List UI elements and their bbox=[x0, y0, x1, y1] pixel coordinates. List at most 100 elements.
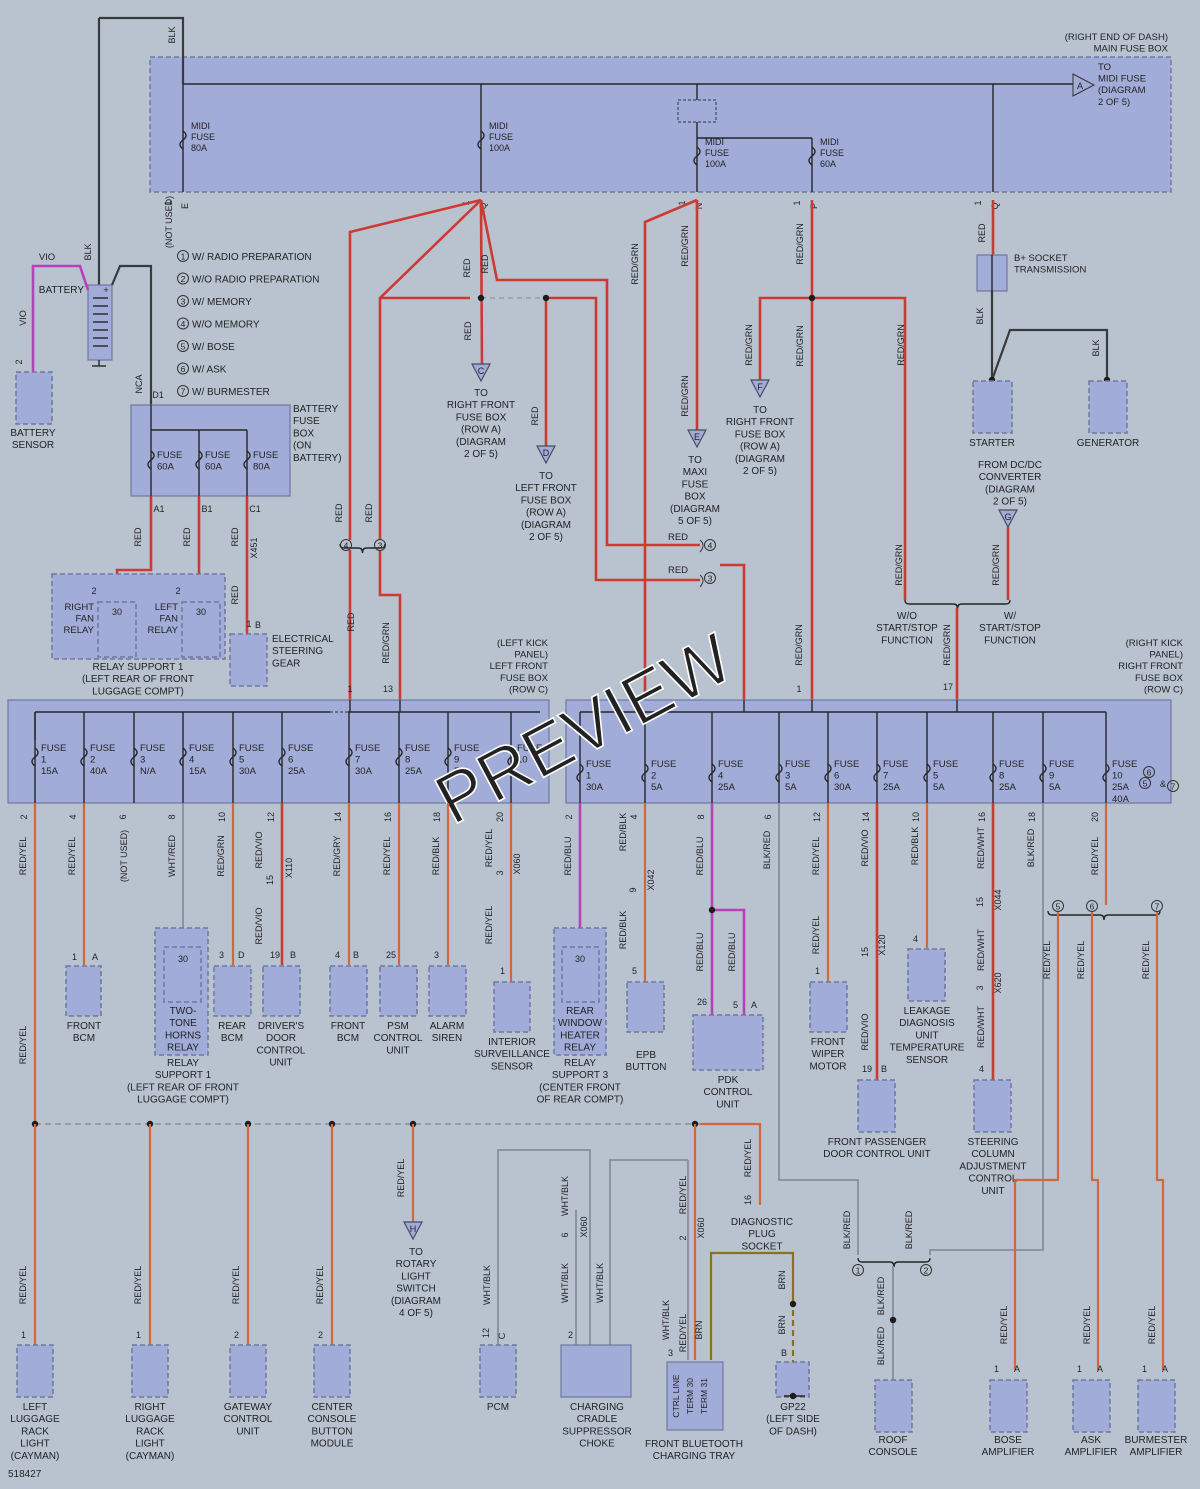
option-circle bbox=[920, 1264, 932, 1276]
left-fuse-label: 2 bbox=[90, 755, 95, 766]
to-f-text: 2 OF 5) bbox=[743, 466, 777, 477]
roof-console bbox=[874, 1379, 913, 1433]
legend-circle-num: 1 bbox=[181, 251, 186, 261]
wiper-label: MOTOR bbox=[809, 1061, 846, 1072]
red-grn-wire-left bbox=[643, 198, 698, 700]
diag-wire bbox=[700, 1122, 762, 1205]
left-fuse-pin: 6 bbox=[118, 814, 128, 819]
to-e-text: 5 OF 5) bbox=[678, 516, 712, 527]
wire-label: RED/YEL bbox=[1147, 1306, 1157, 1345]
main-fuse-box-title: MAIN FUSE BOX bbox=[1094, 44, 1169, 55]
wire-label: RED bbox=[230, 585, 240, 605]
bottom-component-label: LUGGAGE bbox=[125, 1414, 175, 1425]
right-fuse-label: 25A bbox=[718, 782, 736, 793]
diagnostic-plug-label: DIAGNOSTIC bbox=[731, 1217, 793, 1228]
label: A bbox=[1097, 1364, 1103, 1374]
rear-bcm-label: REAR bbox=[218, 1021, 246, 1032]
option-num: 5 bbox=[1143, 778, 1148, 788]
option-num: 7 bbox=[1155, 901, 1160, 911]
red-grn-wire-start-stop bbox=[812, 296, 907, 600]
midi-fuse-symbol bbox=[808, 146, 816, 166]
left-fuse-label: 9 bbox=[454, 755, 459, 766]
legend-text: W/ ASK bbox=[192, 365, 227, 376]
from-g-text: 2 OF 5) bbox=[993, 497, 1027, 508]
label: B bbox=[781, 1348, 787, 1358]
alarm-siren-label: SIREN bbox=[432, 1033, 463, 1044]
psm-control-unit bbox=[379, 965, 418, 1017]
amplifier-wire bbox=[1013, 912, 1060, 1370]
left-fuse-symbol bbox=[345, 747, 353, 767]
right-fuse-symbol bbox=[708, 763, 716, 783]
front-bcm-2-label: FRONT bbox=[331, 1021, 365, 1032]
label: 1 bbox=[246, 619, 251, 629]
amplifier-label: AMPLIFIER bbox=[1130, 1447, 1183, 1458]
to-h-text: 4 OF 5) bbox=[399, 1308, 433, 1319]
left-fuse-pin: 14 bbox=[333, 812, 343, 822]
splice-dot bbox=[808, 294, 816, 302]
bottom-component-label: GATEWAY bbox=[224, 1402, 272, 1413]
pcm-wire bbox=[497, 1149, 591, 1345]
wire-label: RED/VIO bbox=[860, 829, 870, 866]
midi-fuse-label: MIDI bbox=[820, 137, 839, 147]
wire-label: RED/YEL bbox=[396, 1159, 406, 1198]
wire-label: RED bbox=[334, 503, 344, 523]
bottom-component bbox=[131, 1344, 169, 1398]
battery-fuse-label: 60A bbox=[157, 462, 175, 473]
from-g-text: CONVERTER bbox=[979, 472, 1042, 483]
to-c-text: TO bbox=[474, 388, 488, 399]
wire-label: RED/VIO bbox=[254, 907, 264, 944]
left-fuse-label: FUSE bbox=[454, 743, 479, 754]
amplifier-wire bbox=[1090, 912, 1100, 1370]
diagnostic-plug-label: PLUG bbox=[748, 1229, 775, 1240]
right-fuse-label: 5A bbox=[933, 782, 945, 793]
legend-circle-num: 4 bbox=[181, 319, 186, 329]
left-fuse-label: 25A bbox=[405, 766, 423, 777]
right-fuse-pin: 10 bbox=[911, 812, 921, 822]
battery-fuse-box bbox=[130, 404, 291, 497]
option-num: 3 bbox=[708, 573, 713, 583]
relay-support-1-label: RELAY SUPPORT 1 bbox=[93, 662, 184, 673]
charging-cradle-label: CHOKE bbox=[579, 1439, 615, 1450]
right-fuse-label: FUSE bbox=[651, 759, 676, 770]
to-c-text: (DIAGRAM bbox=[456, 437, 506, 448]
diagnostic-plug-label: SOCKET bbox=[741, 1241, 782, 1252]
wire-label: RED bbox=[530, 406, 540, 426]
main-fuse-conn: N bbox=[694, 203, 704, 210]
front-bcm-1 bbox=[65, 965, 102, 1017]
label: 2 bbox=[91, 586, 96, 596]
bottom-component-label: RIGHT bbox=[134, 1402, 165, 1413]
drivers-door-control-unit bbox=[262, 965, 301, 1017]
legend-circle bbox=[177, 340, 189, 352]
to-d-text: TO bbox=[539, 471, 553, 482]
brn-wire bbox=[709, 1251, 795, 1360]
wire-label: BRN bbox=[694, 1320, 704, 1339]
battery-fuse-label: FUSE bbox=[205, 450, 230, 461]
steering-column-label: STEERING bbox=[967, 1137, 1018, 1148]
right-fuse-label: 5A bbox=[651, 782, 663, 793]
leakage-label: UNIT bbox=[915, 1030, 938, 1041]
roof-brace bbox=[857, 1257, 931, 1268]
legend-circle bbox=[177, 362, 189, 375]
label: 30 bbox=[575, 954, 585, 964]
wire-label: RED/WHT bbox=[976, 827, 986, 869]
left-fuse-label: FUSE bbox=[288, 743, 313, 754]
start-stop-wo: W/O bbox=[897, 611, 917, 622]
red-grn-wire-to-f bbox=[758, 296, 812, 380]
left-fuse-pin: 12 bbox=[266, 812, 276, 822]
left-fuse-symbol bbox=[229, 747, 237, 767]
wire-label: BLK/RED bbox=[762, 830, 772, 869]
relay-support-1-label: LUGGAGE COMPT) bbox=[92, 686, 184, 697]
amplifier bbox=[1072, 1379, 1111, 1433]
leakage-diagnosis-unit bbox=[907, 948, 946, 1002]
label: 25 bbox=[386, 950, 396, 960]
fuse-symbol bbox=[243, 450, 251, 470]
wire-label: RED/YEL bbox=[1082, 1306, 1092, 1345]
label: 4 bbox=[979, 1064, 984, 1074]
start-stop-brace bbox=[904, 599, 1011, 610]
rear-bcm bbox=[213, 965, 252, 1017]
label: 17 bbox=[943, 682, 953, 692]
wire-label: RED/GRN bbox=[894, 544, 904, 586]
front-bcm-1-label: FRONT bbox=[67, 1021, 101, 1032]
fan-relay-label: RELAY bbox=[64, 625, 95, 636]
splice-dot bbox=[789, 1300, 797, 1308]
